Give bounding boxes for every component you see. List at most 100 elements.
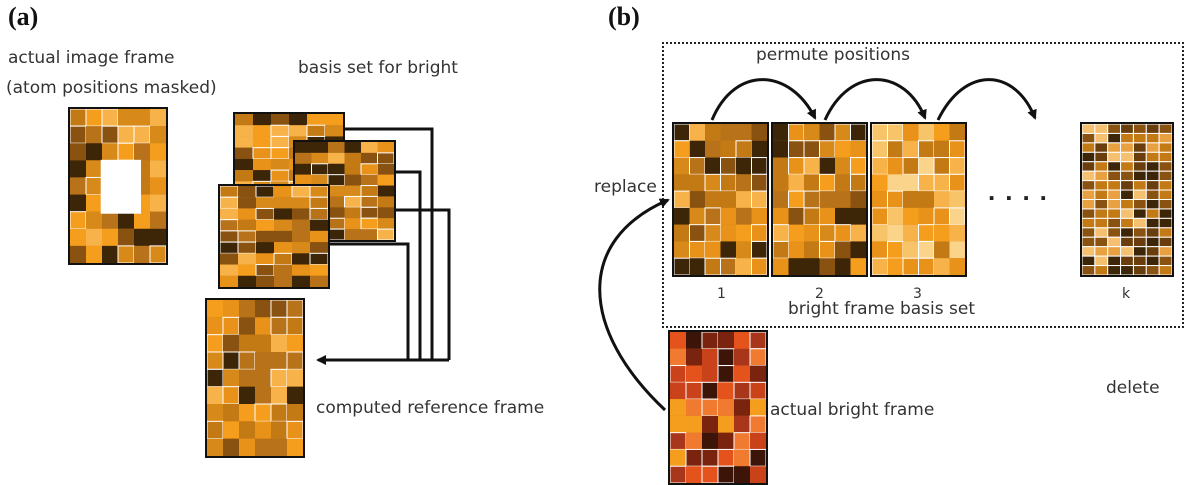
mosaic-tile: [934, 241, 950, 259]
mosaic-tile: [850, 224, 866, 242]
mosaic-tile: [835, 258, 851, 275]
mosaic-tile: [255, 352, 271, 370]
mosaic-tile: [736, 224, 752, 242]
actual-bright-frame-label: actual bright frame: [770, 400, 935, 420]
mosaic-tile: [850, 124, 866, 142]
mosaic-tile: [903, 207, 919, 225]
basis-to-reference-arrows: [316, 127, 451, 365]
mosaic-tile: [344, 163, 361, 175]
basis-set-label: basis set for bright: [298, 58, 458, 78]
mosaic-tile: [292, 197, 310, 209]
mosaic-tile: [239, 386, 255, 404]
mosaic-tile: [918, 191, 934, 208]
mosaic-tile: [255, 300, 271, 318]
mosaic-tile: [718, 382, 734, 400]
mosaic-tile: [850, 258, 866, 275]
mosaic-tile: [736, 191, 752, 208]
mosaic-tile: [705, 241, 721, 259]
mosaic-tile: [804, 241, 820, 259]
mosaic-tile: [70, 160, 86, 178]
frame-index-3: 3: [913, 286, 922, 302]
mosaic-tile: [238, 186, 256, 198]
mosaic-tile: [310, 242, 328, 254]
mosaic-tile: [253, 114, 271, 126]
mosaic-tile: [271, 438, 287, 456]
mosaic-tile: [311, 142, 328, 153]
mosaic-tile: [256, 219, 274, 231]
mosaic-tile: [134, 143, 150, 161]
mosaic-tile: [949, 124, 965, 141]
mosaic-tile: [102, 143, 118, 161]
mosaic-tile: [734, 415, 750, 433]
mosaic-tile: [255, 386, 271, 404]
mosaic-tile: [734, 449, 750, 467]
mosaic-tile: [705, 140, 721, 158]
mosaic-tile: [734, 365, 750, 383]
mosaic-tile: [86, 194, 102, 212]
mosaic-tile: [256, 253, 274, 265]
mosaic-tile: [255, 438, 271, 456]
mosaic-tile: [949, 258, 965, 275]
mosaic-tile: [670, 348, 686, 366]
mosaic-tile: [70, 143, 86, 161]
mosaic-tile: [887, 258, 903, 275]
mosaic-tile: [134, 245, 150, 263]
mosaic-tile: [292, 275, 310, 287]
mosaic-tile: [239, 334, 255, 352]
basis-frame-b3: [870, 122, 967, 277]
mosaic-tile: [70, 177, 86, 195]
actual-image-frame: [68, 107, 168, 265]
mosaic-tile: [686, 399, 702, 416]
mosaic-tile: [749, 415, 766, 434]
mosaic-tile: [150, 126, 166, 144]
basis-frame-bk: [1080, 122, 1174, 277]
mosaic-tile: [292, 219, 310, 231]
mosaic-tile: [253, 158, 271, 171]
mosaic-tile: [295, 174, 312, 186]
mosaic-tile: [377, 185, 394, 197]
mosaic-tile: [689, 174, 705, 192]
mosaic-tile: [292, 230, 310, 243]
mosaic-tile: [377, 163, 394, 175]
mosaic-tile: [239, 404, 255, 422]
mosaic-tile: [287, 438, 303, 456]
mosaic-tile: [773, 258, 789, 275]
mosaic-tile: [274, 186, 292, 198]
mosaic-tile: [670, 415, 686, 433]
mosaic-tile: [70, 228, 86, 246]
bright-frame-basis-set-label: bright frame basis set: [788, 299, 975, 319]
mosaic-tile: [718, 332, 734, 349]
mosaic-tile: [1158, 265, 1172, 275]
mosaic-tile: [207, 317, 223, 335]
mosaic-tile: [287, 369, 303, 387]
mosaic-tile: [239, 369, 255, 387]
ellipsis: ....: [988, 176, 1057, 206]
mosaic-tile: [734, 399, 750, 416]
mosaic-tile: [344, 207, 361, 219]
mosaic-tile: [86, 245, 102, 263]
mosaic-tile: [377, 152, 394, 165]
mosaic-tile: [788, 258, 804, 275]
masked-region: [100, 159, 142, 214]
mosaic-tile: [705, 157, 721, 175]
mosaic-tile: [720, 207, 736, 225]
mosaic-tile: [255, 369, 271, 387]
mosaic-tile: [344, 142, 361, 153]
mosaic-tile: [819, 207, 835, 225]
mosaic-tile: [150, 211, 166, 229]
mosaic-tile: [238, 264, 256, 276]
mosaic-tile: [271, 421, 287, 439]
mosaic-tile: [220, 208, 238, 220]
mosaic-tile: [934, 140, 950, 158]
mosaic-tile: [949, 207, 965, 226]
mosaic-tile: [720, 140, 736, 158]
mosaic-tile: [274, 219, 292, 231]
mosaic-tile: [239, 300, 255, 318]
mosaic-tile: [720, 191, 736, 208]
mosaic-tile: [686, 348, 702, 366]
mosaic-tile: [253, 170, 271, 182]
mosaic-tile: [949, 241, 965, 259]
mosaic-tile: [256, 242, 274, 254]
mosaic-tile: [674, 224, 690, 242]
frame-index-k: k: [1122, 286, 1131, 302]
